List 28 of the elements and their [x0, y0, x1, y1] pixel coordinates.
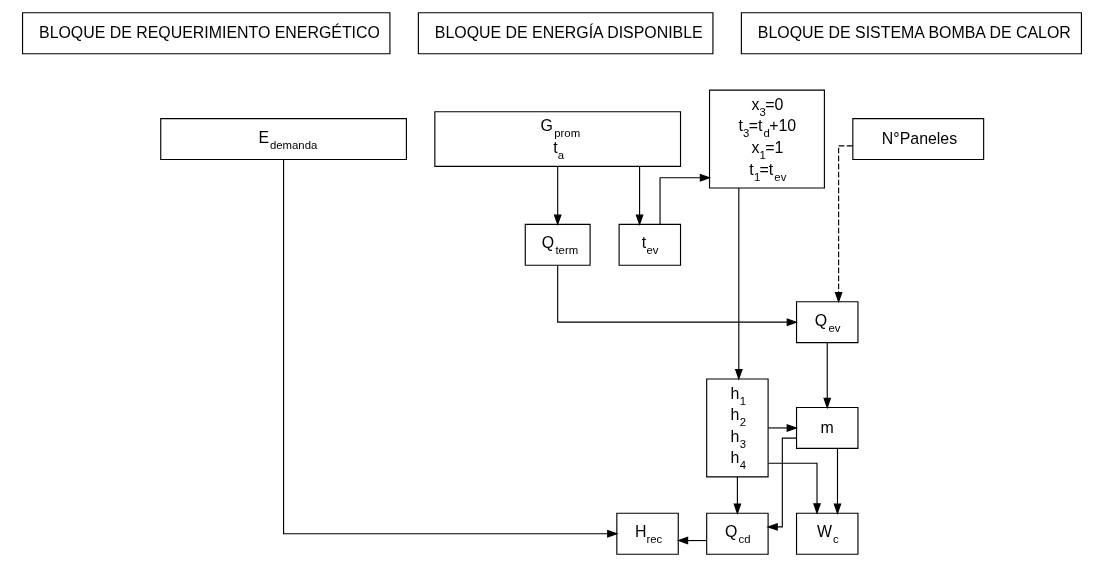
arrow — [635, 166, 644, 226]
arrow — [734, 187, 743, 381]
arrow — [557, 265, 799, 327]
arrow — [767, 423, 798, 432]
node-box: E$_{demanda}$ — [160, 118, 407, 161]
arrow — [733, 476, 742, 515]
node-box: BLOQUE DE REQUERIMIENTO ENERGÉTICO — [22, 12, 391, 55]
node-box: H$_{rec}$ — [616, 512, 679, 555]
node-box: m — [795, 406, 859, 449]
node-box: N°Paneles — [852, 118, 985, 161]
arrow — [823, 342, 832, 410]
node-box: Q$_{term}$ — [524, 223, 591, 266]
node-box: t$_{ev}$ — [618, 223, 682, 266]
node-box: h$_{1}$ h$_{2}$ h$_{3}$ h$_{4}$ — [706, 378, 769, 478]
arrow — [553, 166, 562, 226]
node-box: G$_{prom}$ t$_{a}$ — [434, 111, 682, 167]
arrow — [766, 437, 798, 531]
node-box: BLOQUE DE SISTEMA BOMBA DE CALOR — [740, 12, 1082, 55]
node-box: x$_{3}$=0 t$_{3}$=t$_{d}$+10 x$_{1}$=1 t$_{1}$=t$_{ev}$ — [708, 89, 825, 189]
arrow — [833, 448, 842, 515]
node-box: W$_{c}$ — [795, 512, 859, 555]
node-box: Q$_{cd}$ — [706, 512, 769, 555]
arrow — [659, 173, 712, 225]
arrow — [767, 462, 821, 515]
node-box: BLOQUE DE ENERGÍA DISPONIBLE — [417, 12, 714, 55]
arrow — [283, 159, 619, 538]
node-box: Q$_{ev}$ — [795, 301, 859, 344]
arrow — [676, 536, 708, 545]
